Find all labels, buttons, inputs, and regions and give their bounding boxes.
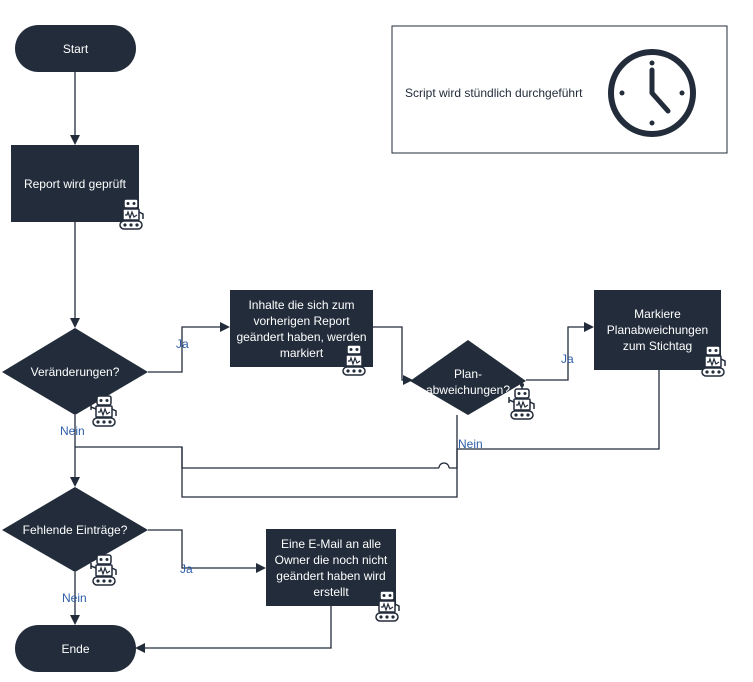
- edge-label-changes-yes: Ja: [176, 337, 189, 351]
- mark-changes-label: Inhalte die sich zum vorherigen Report g…: [236, 297, 367, 360]
- node-changes-decision: [2, 328, 148, 415]
- edge-changes-yes: [148, 322, 230, 373]
- node-start: [15, 25, 136, 72]
- changes-decision-label: Veränderungen?: [30, 365, 120, 379]
- start-label: Start: [62, 41, 89, 56]
- edge-label-missing-yes: Ja: [180, 562, 193, 576]
- note-text: Script wird stündlich durchgeführt: [405, 86, 583, 100]
- edge-label-changes-no: Nein: [60, 424, 85, 438]
- clock-icon: [608, 49, 696, 137]
- end-label: Ende: [61, 641, 90, 656]
- connectors: [70, 72, 660, 653]
- missing-decision-label: Fehlende Einträge?: [22, 523, 128, 537]
- mark-plan-label: Markiere Planabweichungen zum Stichtag: [606, 307, 709, 353]
- edge-label-plan-no: Nein: [458, 437, 483, 451]
- email-label: Eine E-Mail an alle Owner die noch nicht…: [274, 536, 388, 599]
- node-end: [15, 625, 136, 672]
- report-check-label: Report wird geprüft: [23, 176, 127, 191]
- node-email: [266, 529, 396, 606]
- plan-decision-label: Plan-abweichungen?: [425, 367, 511, 397]
- edge-label-plan-yes: Ja: [561, 352, 574, 366]
- node-missing-decision: [2, 487, 148, 572]
- edge-email-end: [135, 606, 332, 653]
- edge-plan-yes: [526, 322, 594, 381]
- edge-return-main: [75, 446, 439, 469]
- edge-missing-yes: [148, 529, 266, 573]
- edge-mark-plan-decision: [373, 326, 413, 385]
- edge-crossover: [438, 462, 450, 469]
- node-plan-decision: [410, 340, 526, 415]
- edge-plan-no: [181, 415, 458, 498]
- edge-label-missing-no: Nein: [62, 591, 87, 605]
